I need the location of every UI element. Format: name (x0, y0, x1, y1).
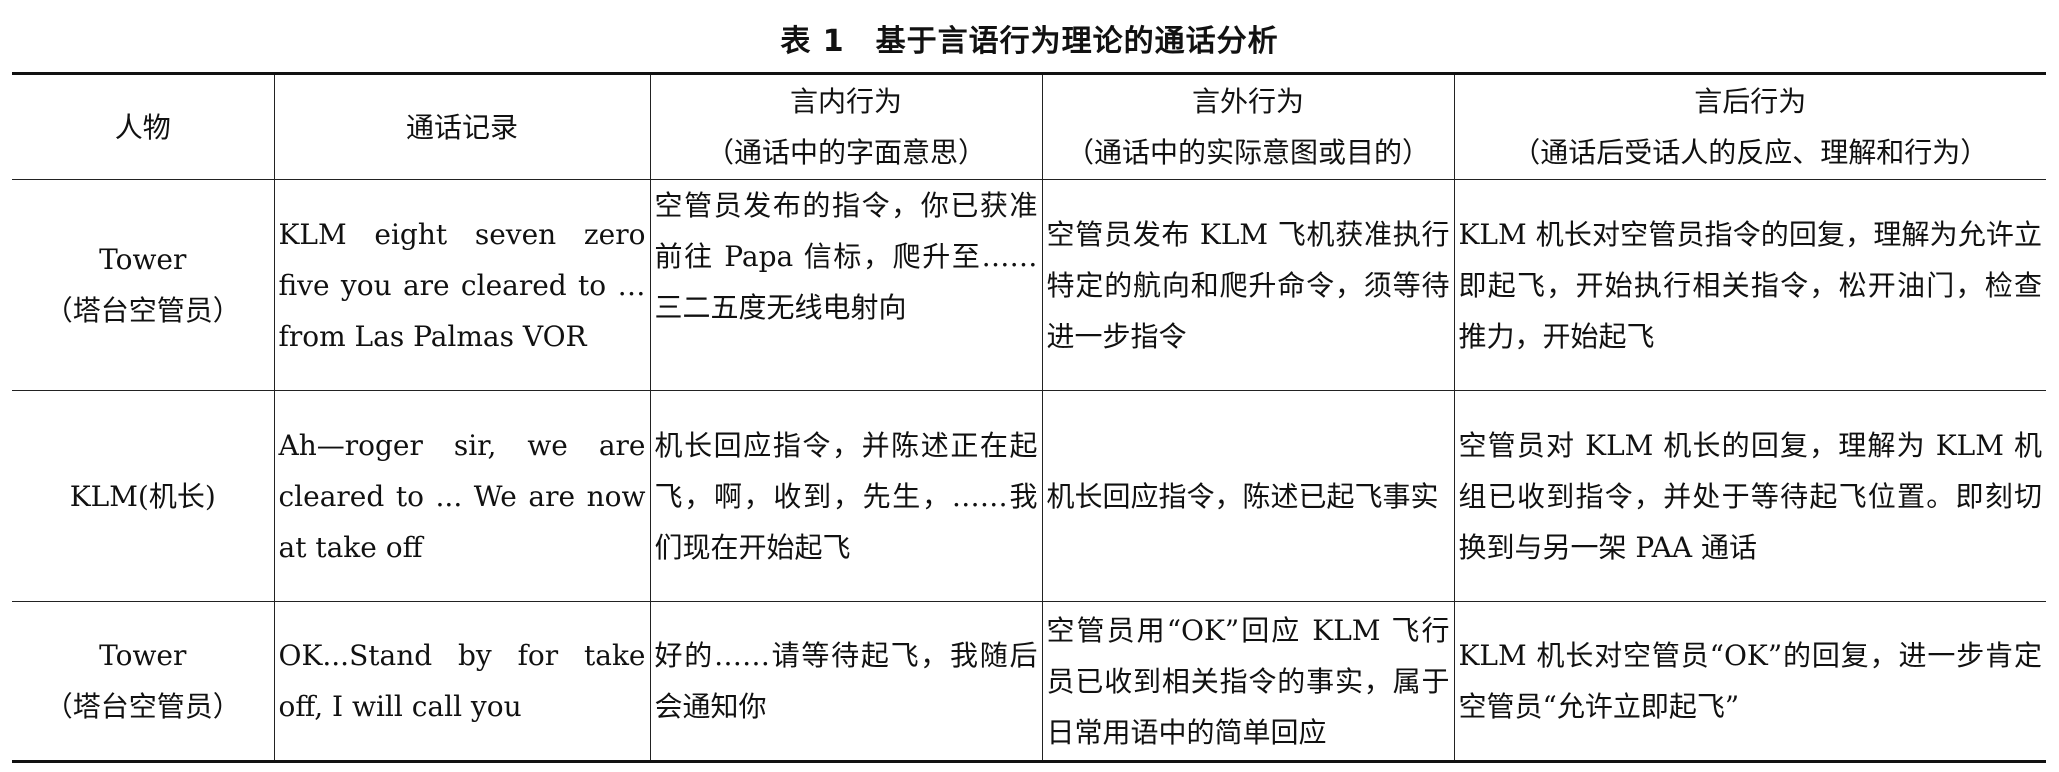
person-cell: Tower （塔台空管员） (12, 601, 275, 762)
header-perlocutionary-main: 言后行为 (1694, 85, 1807, 118)
person-name: Tower (99, 243, 187, 276)
locutionary-cell: 空管员发布的指令，你已获准前往 Papa 信标，爬升至……三二五度无线电射向 (649, 179, 1043, 391)
illocutionary-cell: 空管员用“OK”回应 KLM 飞行员已收到相关指令的事实，属于日常用语中的简单回… (1041, 601, 1455, 762)
header-person: 人物 (12, 73, 275, 180)
perlocutionary-cell: 空管员对 KLM 机长的回复，理解为 KLM 机组已收到指令，并处于等待起飞位置… (1453, 390, 2046, 602)
illocutionary-cell: 空管员发布 KLM 飞机获准执行特定的航向和爬升命令，须等待进一步指令 (1041, 179, 1455, 391)
table-row: Tower （塔台空管员） KLM eight seven zero five … (12, 179, 2046, 391)
person-role: （塔台空管员） (44, 294, 241, 327)
perlocutionary-cell: KLM 机长对空管员指令的回复，理解为允许立即起飞，开始执行相关指令，松开油门，… (1453, 179, 2046, 391)
person-role: （塔台空管员） (44, 690, 241, 723)
person-cell: Tower （塔台空管员） (12, 179, 275, 391)
record-cell: OK...Stand by for take off, I will call … (273, 601, 651, 762)
header-perlocutionary: 言后行为 （通话后受话人的反应、理解和行为） (1453, 73, 2046, 180)
person-name: Tower (99, 639, 187, 672)
header-illocutionary-sub: （通话中的实际意图或目的） (1065, 136, 1430, 169)
locutionary-cell: 机长回应指令，并陈述正在起飞，啊，收到，先生，……我们现在开始起飞 (649, 390, 1043, 602)
header-row: 人物 通话记录 言内行为 （通话中的字面意思） 言外行为 （通话中的实际意图或目… (12, 73, 2046, 180)
record-cell: Ah—roger sir, we are cleared to ... We a… (273, 390, 651, 602)
table-row: Tower （塔台空管员） OK...Stand by for take off… (12, 601, 2046, 762)
locutionary-cell: 好的……请等待起飞，我随后会通知你 (649, 601, 1043, 762)
perlocutionary-cell: KLM 机长对空管员“OK”的回复，进一步肯定空管员“允许立即起飞” (1453, 601, 2046, 762)
person-cell: KLM(机长) (12, 390, 275, 602)
header-record: 通话记录 (273, 73, 651, 180)
record-cell: KLM eight seven zero five you are cleare… (273, 179, 651, 391)
speech-act-analysis-table: 人物 通话记录 言内行为 （通话中的字面意思） 言外行为 （通话中的实际意图或目… (12, 72, 2046, 763)
table-title: 表 1 基于言语行为理论的通话分析 (780, 24, 1279, 59)
illocutionary-cell: 机长回应指令，陈述已起飞事实 (1041, 390, 1455, 602)
header-illocutionary: 言外行为 （通话中的实际意图或目的） (1041, 73, 1455, 180)
header-locutionary-sub: （通话中的字面意思） (705, 136, 986, 169)
header-illocutionary-main: 言外行为 (1191, 85, 1304, 118)
table-row: KLM(机长) Ah—roger sir, we are cleared to … (12, 390, 2046, 602)
person-name: KLM(机长) (69, 479, 216, 513)
header-locutionary-main: 言内行为 (789, 85, 902, 118)
header-locutionary: 言内行为 （通话中的字面意思） (649, 73, 1043, 180)
header-perlocutionary-sub: （通话后受话人的反应、理解和行为） (1512, 136, 1989, 169)
